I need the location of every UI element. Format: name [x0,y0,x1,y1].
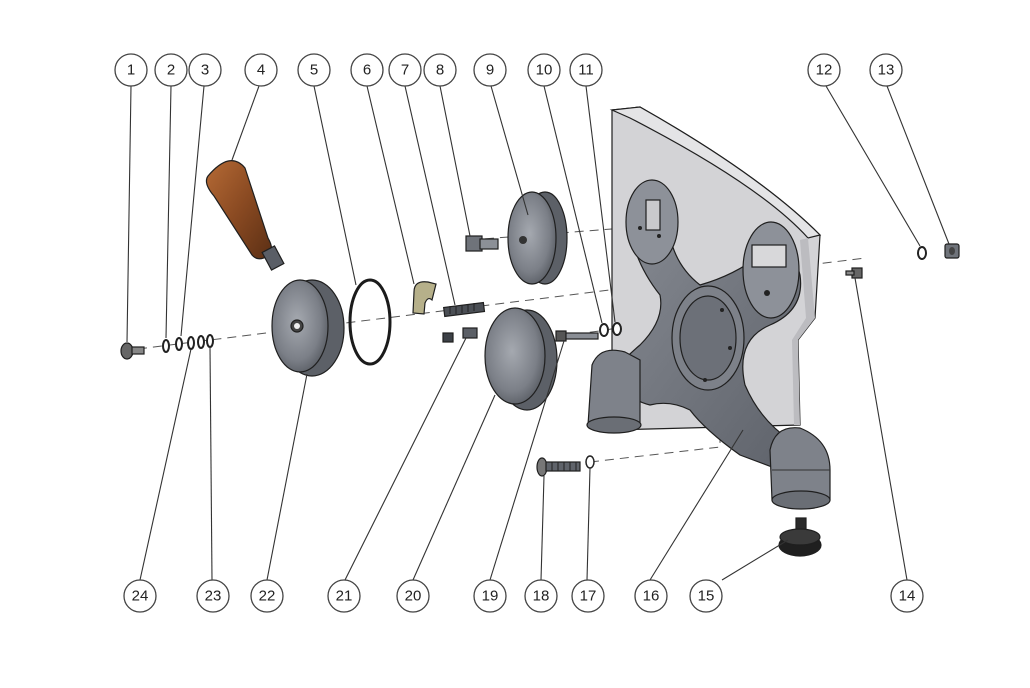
svg-text:21: 21 [336,588,353,605]
callout-9: 9 [473,53,507,87]
callout-8: 8 [423,53,457,87]
svg-text:9: 9 [486,62,494,79]
base-spider [591,179,802,471]
callout-23: 23 [196,579,230,613]
callout-16: 16 [634,579,668,613]
leader-lines [126,85,950,581]
svg-text:8: 8 [436,62,444,79]
callout-7: 7 [388,53,422,87]
svg-text:11: 11 [578,62,594,79]
screw-part-18 [536,457,581,477]
callout-17: 17 [571,579,605,613]
o-ring-part [348,278,392,366]
svg-text:16: 16 [643,588,660,605]
svg-text:1: 1 [127,62,135,79]
callout-13: 13 [869,53,903,87]
callouts-top: 1 2 3 4 5 6 7 8 9 10 11 12 13 [114,53,903,87]
callout-24: 24 [123,579,157,613]
washer-part-2 [162,339,170,353]
svg-text:12: 12 [816,62,833,79]
callout-22: 22 [250,579,284,613]
svg-text:7: 7 [401,62,409,79]
washer-part-12 [917,246,927,260]
callout-19: 19 [473,579,507,613]
svg-text:6: 6 [363,62,371,79]
svg-text:10: 10 [536,62,553,79]
svg-text:18: 18 [533,588,550,605]
washer-part-24b [197,335,205,349]
cap-disc-part [484,307,558,411]
svg-text:24: 24 [132,588,149,605]
washer-part-11 [612,322,622,336]
washer-part-24 [187,336,195,350]
knob-disc-left [271,279,345,377]
svg-text:13: 13 [878,62,895,79]
svg-text:22: 22 [259,588,276,605]
washer-part-3 [175,337,183,351]
svg-text:19: 19 [482,588,499,605]
svg-text:3: 3 [201,62,209,79]
washer-part-10 [599,323,609,337]
knob-disc-upper [507,191,568,285]
washer-part-23 [206,334,214,348]
callout-15: 15 [689,579,723,613]
svg-text:2: 2 [167,62,175,79]
svg-text:5: 5 [310,62,318,79]
svg-text:17: 17 [580,588,597,605]
callout-6: 6 [350,53,384,87]
callouts-bottom: 24 23 22 21 20 19 18 17 16 15 14 [123,579,924,613]
spider-leg-left [586,349,642,434]
screw-part-14 [845,267,863,279]
screw-part-1 [120,342,145,360]
callout-2: 2 [154,53,188,87]
elbow-fitting-part [412,281,437,315]
svg-text:20: 20 [405,588,422,605]
svg-text:15: 15 [698,588,715,605]
small-fasteners-21 [442,327,478,343]
set-screw-part [442,301,486,318]
svg-text:14: 14 [899,588,916,605]
callout-11: 11 [569,53,603,87]
callout-3: 3 [188,53,222,87]
washer-part-17 [585,455,595,469]
callout-21: 21 [327,579,361,613]
callout-5: 5 [297,53,331,87]
callout-4: 4 [244,53,278,87]
callout-18: 18 [524,579,558,613]
spider-leg-right [769,427,831,510]
svg-text:23: 23 [205,588,222,605]
bolt-part-19 [555,330,599,342]
svg-text:4: 4 [257,62,265,79]
handle-part [205,160,285,271]
foot-part [778,517,822,557]
callout-1: 1 [114,53,148,87]
callout-12: 12 [807,53,841,87]
callout-20: 20 [396,579,430,613]
shoulder-bolt-part [465,235,499,252]
callout-14: 14 [890,579,924,613]
callout-10: 10 [527,53,561,87]
nut-part-13 [944,243,960,259]
